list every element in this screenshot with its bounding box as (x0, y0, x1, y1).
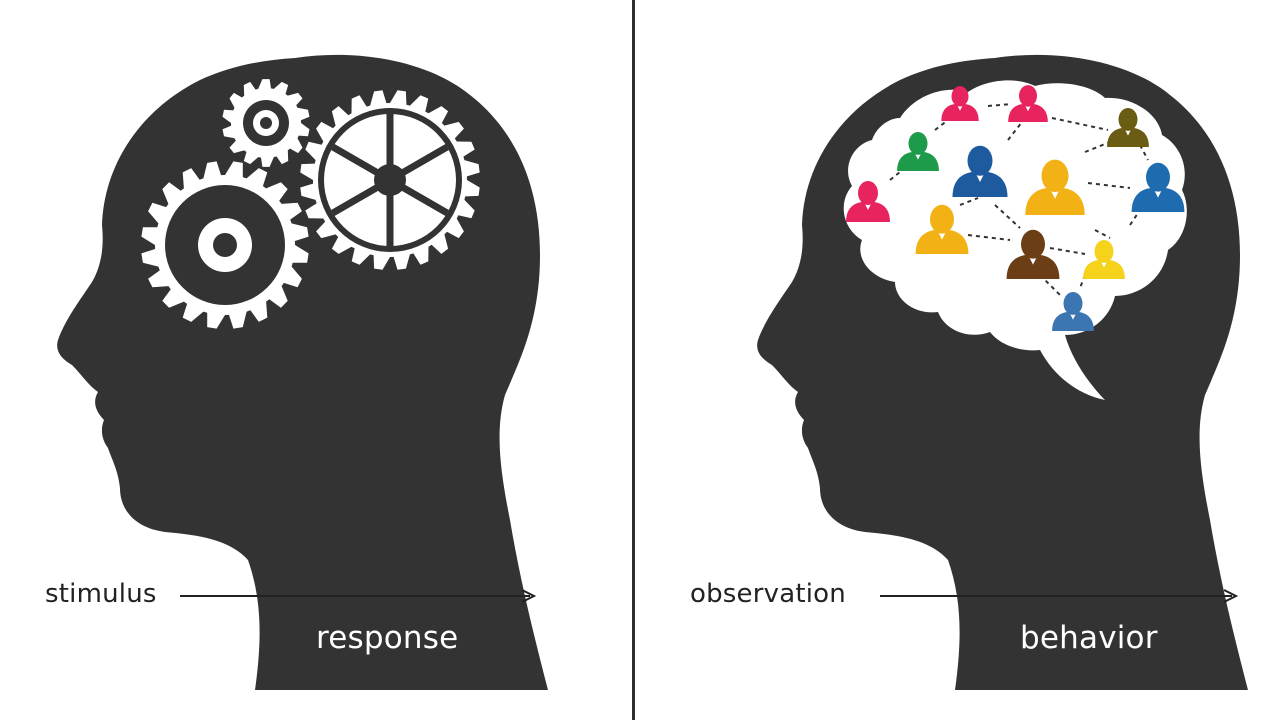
person-icon (1008, 85, 1048, 122)
stimulus-label: stimulus (45, 579, 157, 609)
response-label: response (316, 620, 459, 656)
gear-wheel-icon (300, 90, 480, 270)
person-icon (915, 204, 969, 254)
panel-divider (632, 0, 635, 720)
gear-small-icon (222, 79, 310, 167)
left-panel (57, 54, 549, 691)
right-arrow (880, 589, 1239, 603)
observation-label: observation (690, 579, 846, 609)
person-icon (952, 145, 1008, 197)
people-icons (846, 85, 1185, 331)
person-icon (1052, 292, 1094, 331)
left-arrow (180, 589, 537, 603)
gear-large-icon (141, 161, 309, 329)
person-icon (1083, 240, 1125, 279)
person-icon (846, 181, 890, 222)
brain-people-network-icon (843, 80, 1187, 401)
person-icon (1107, 108, 1149, 147)
gears-icon (141, 79, 480, 329)
person-icon (1025, 159, 1085, 215)
behavior-label: behavior (1020, 620, 1158, 656)
person-icon (1006, 229, 1060, 279)
person-icon (941, 86, 979, 121)
person-icon (897, 132, 939, 171)
right-panel (757, 54, 1248, 691)
person-icon (1131, 162, 1185, 212)
